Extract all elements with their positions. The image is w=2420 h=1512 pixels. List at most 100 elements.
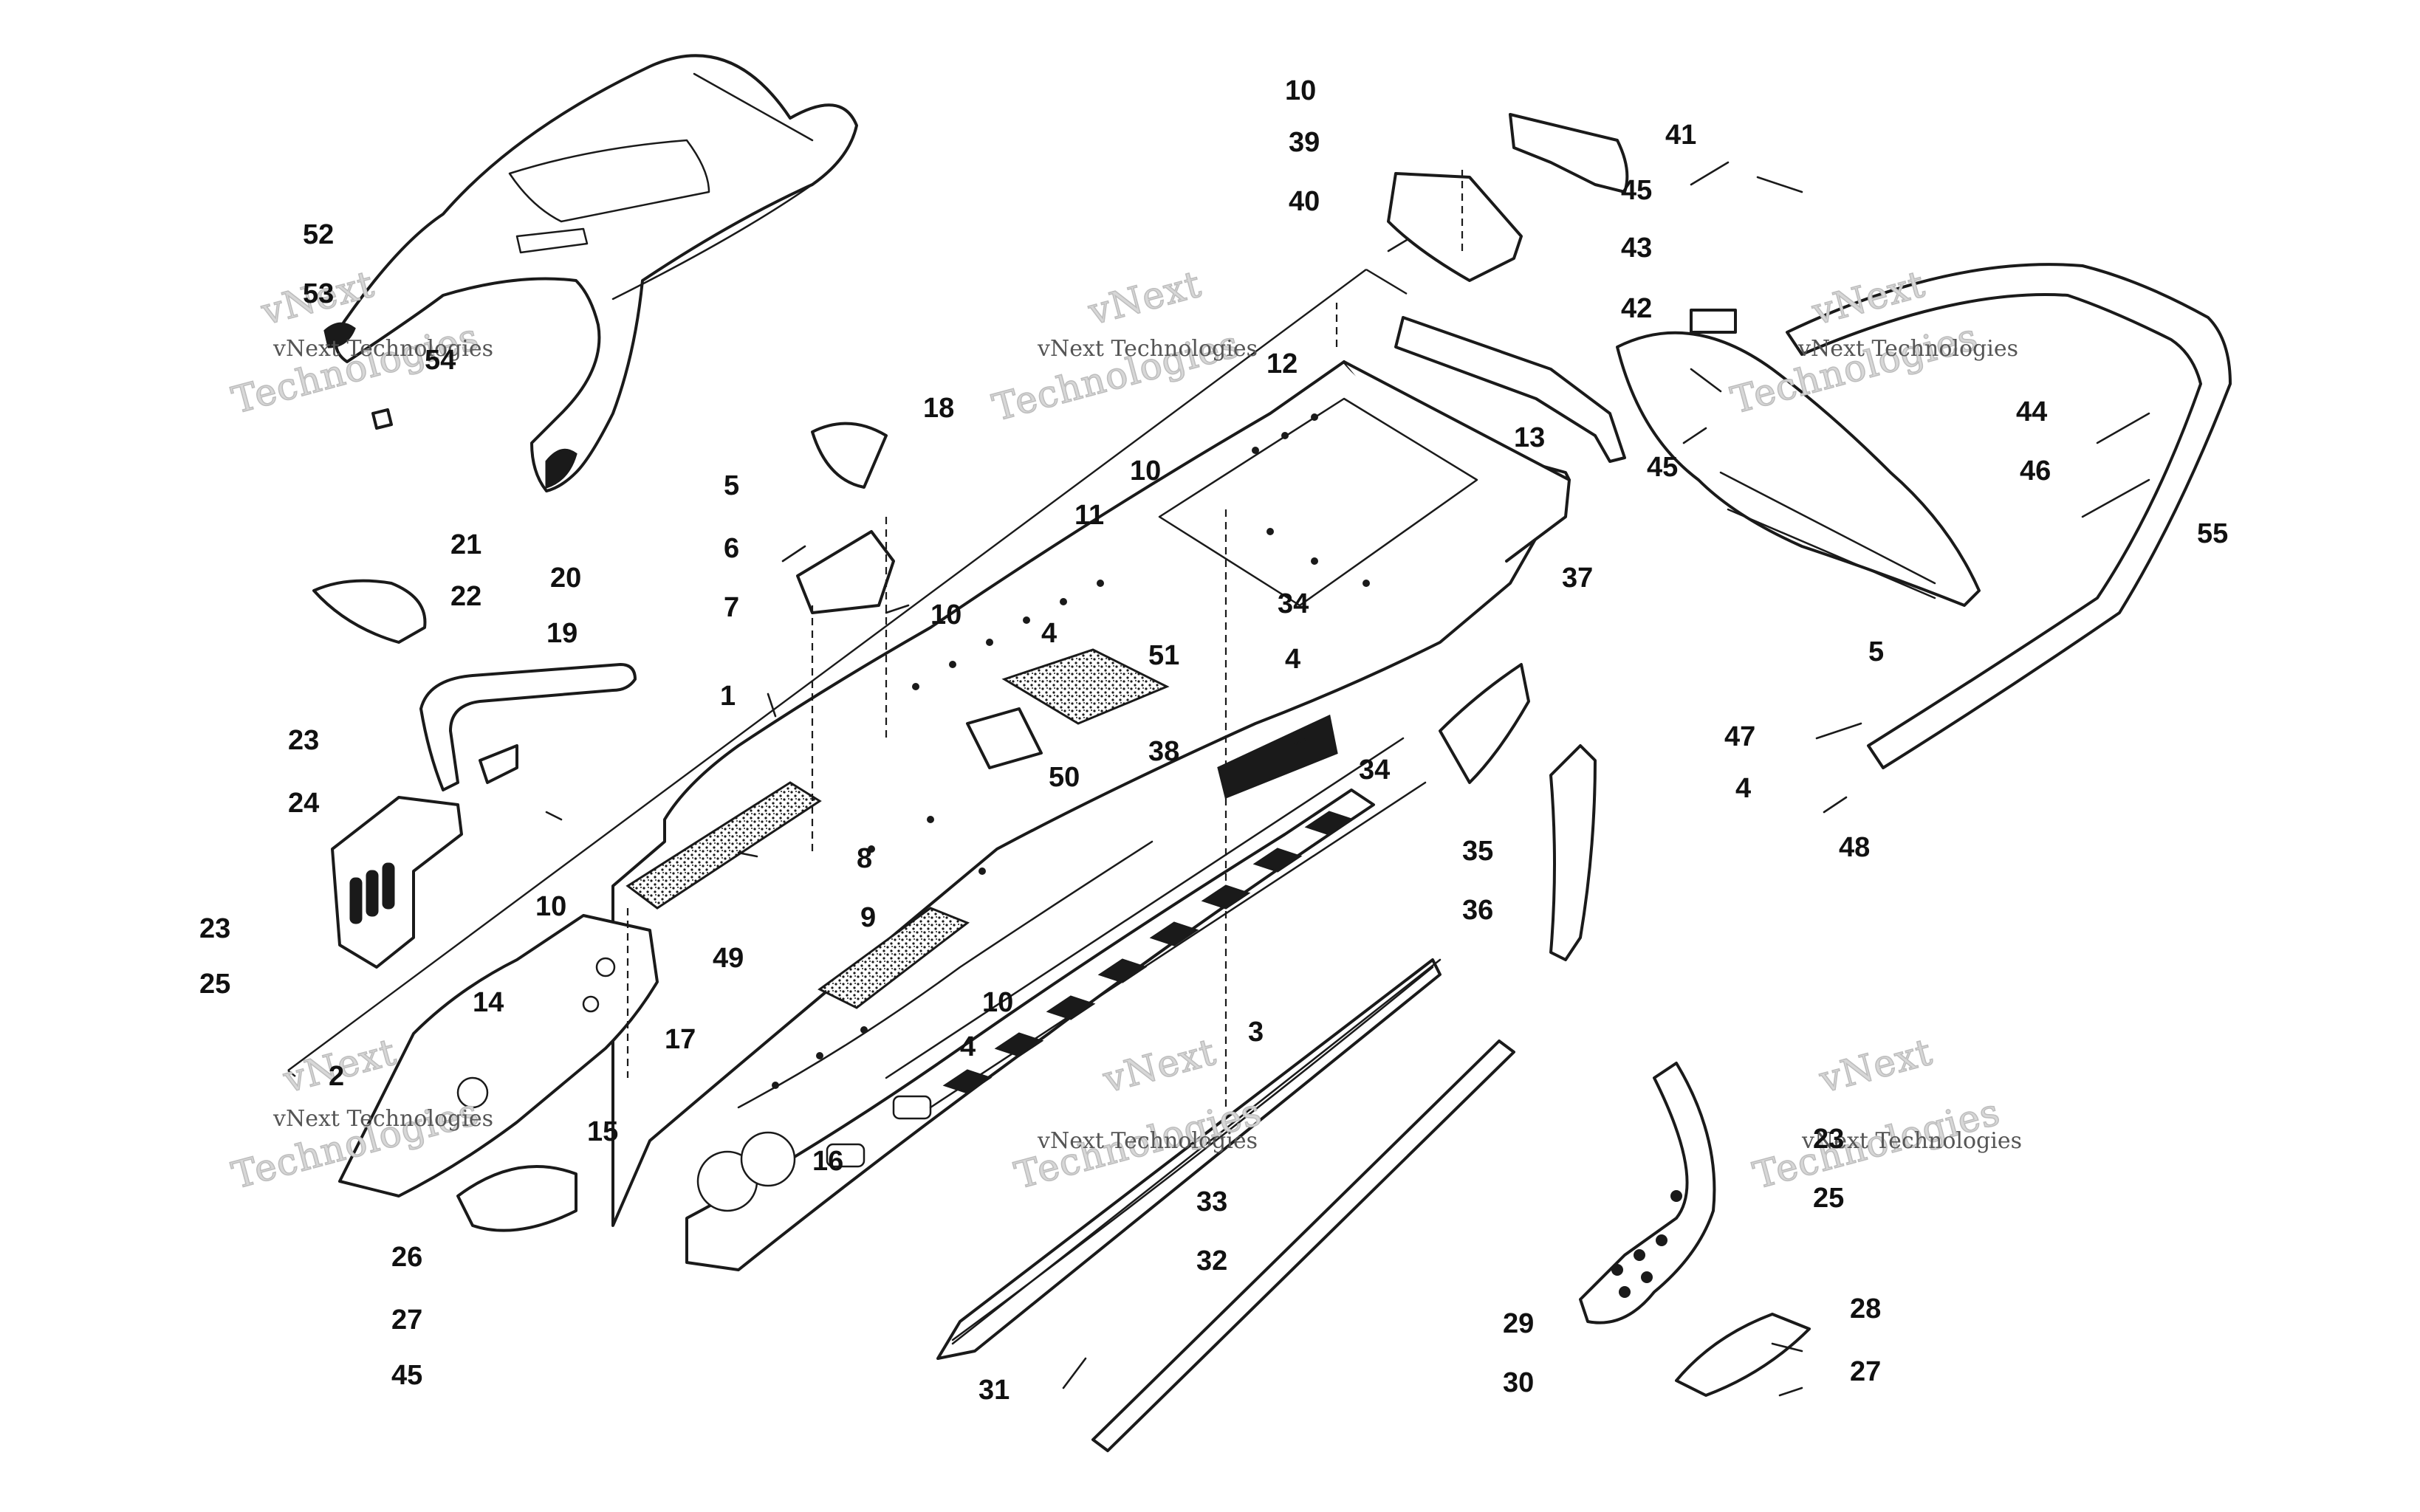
callout-16: 16 (812, 1146, 843, 1177)
callout-55: 55 (2197, 518, 2228, 549)
callout-23c: 23 (1813, 1124, 1844, 1155)
callout-43: 43 (1621, 233, 1652, 264)
callout-2: 2 (329, 1061, 344, 1092)
callout-10b: 10 (1130, 456, 1161, 487)
watermark-caption-6: vNext Technologies (1801, 1128, 2022, 1154)
callout-8: 8 (857, 843, 872, 874)
grab-handle-19-part (419, 663, 637, 791)
callout-13: 13 (1514, 422, 1545, 453)
callout-10c: 10 (930, 599, 962, 630)
callout-48: 48 (1839, 832, 1870, 863)
callout-53: 53 (303, 278, 334, 309)
callout-39: 39 (1289, 127, 1320, 158)
callout-22: 22 (450, 581, 481, 612)
callout-36: 36 (1462, 895, 1493, 926)
callout-38: 38 (1148, 736, 1179, 767)
callout-54: 54 (425, 345, 456, 376)
callout-25b: 25 (1813, 1183, 1844, 1214)
assembly-boundary-line (287, 268, 1408, 1077)
callout-40: 40 (1289, 186, 1320, 217)
watermark-caption-5: vNext Technologies (1037, 1128, 1258, 1154)
callout-12: 12 (1266, 348, 1298, 379)
callout-6: 6 (724, 533, 739, 564)
callout-47: 47 (1724, 721, 1755, 752)
snowflap-part (1616, 309, 1981, 607)
panel-26-part (456, 1165, 577, 1232)
watermark-caption-2: vNext Technologies (1037, 336, 1258, 362)
cover-21-part (312, 579, 427, 644)
callout-31: 31 (978, 1375, 1010, 1406)
bracket-7-part (796, 530, 895, 614)
callout-24: 24 (288, 788, 319, 819)
callout-51: 51 (1148, 640, 1179, 671)
callout-34a: 34 (1278, 588, 1309, 619)
rail-33-part (951, 958, 1442, 1345)
callout-14: 14 (473, 987, 504, 1018)
watermark-big-5a: vNext (1098, 1030, 1221, 1101)
callout-23b: 23 (199, 913, 230, 944)
callout-17: 17 (665, 1024, 696, 1055)
callout-9: 9 (860, 902, 876, 933)
callout-27b: 27 (1850, 1356, 1881, 1387)
callout-10d: 10 (535, 891, 566, 922)
callout-3: 3 (1248, 1017, 1264, 1048)
callout-41: 41 (1665, 120, 1696, 151)
callout-30: 30 (1503, 1367, 1534, 1398)
mount-bracket-part (1387, 113, 1629, 282)
callout-18: 18 (923, 393, 954, 424)
watermark-caption-1: vNext Technologies (272, 336, 493, 362)
callout-20: 20 (550, 563, 581, 594)
callout-45c: 45 (391, 1360, 422, 1391)
callout-49: 49 (713, 943, 744, 974)
cap-18-part (811, 422, 888, 489)
callout-25a: 25 (199, 969, 230, 1000)
callout-28: 28 (1850, 1293, 1881, 1324)
callout-45b: 45 (1647, 452, 1678, 483)
bracket-24-part (331, 796, 463, 969)
footrest-29-part (1579, 1062, 1716, 1324)
strap-36-part (1549, 744, 1597, 961)
callout-10a: 10 (1285, 75, 1316, 106)
callout-35: 35 (1462, 836, 1493, 867)
leader-lines (545, 161, 1862, 1397)
callout-11: 11 (1074, 500, 1104, 531)
callout-4a: 4 (1041, 618, 1057, 649)
callout-26: 26 (391, 1242, 422, 1273)
callout-19: 19 (546, 618, 577, 649)
callout-50: 50 (1049, 762, 1080, 793)
callout-45a: 45 (1621, 175, 1652, 206)
rod-32-part (1091, 1040, 1515, 1452)
callout-27a: 27 (391, 1305, 422, 1336)
callout-37: 37 (1562, 563, 1593, 594)
callout-1: 1 (720, 681, 736, 712)
callout-23a: 23 (288, 725, 319, 756)
callout-46: 46 (2020, 456, 2051, 487)
knob-54-part (371, 408, 393, 430)
callout-4d: 4 (960, 1031, 976, 1062)
callout-33: 33 (1196, 1186, 1227, 1217)
callout-5a: 5 (724, 470, 739, 501)
callout-29: 29 (1503, 1308, 1534, 1339)
callout-7: 7 (724, 592, 739, 623)
callout-group: 1 2 3 4 4 4 4 5 5 6 7 8 9 10 10 10 10 10… (199, 75, 2228, 1406)
callout-44: 44 (2016, 396, 2047, 427)
tray-28-part (1675, 1313, 1811, 1397)
callout-4b: 4 (1285, 644, 1300, 675)
left-footrest-part (338, 914, 659, 1197)
seat-part (323, 54, 858, 492)
callout-21: 21 (450, 529, 481, 560)
watermark-caption-3: vNext Technologies (1797, 336, 2018, 362)
callout-10e: 10 (982, 987, 1013, 1018)
watermark-caption-4: vNext Technologies (272, 1106, 493, 1132)
watermark-big-6a: vNext (1814, 1030, 1937, 1101)
plate-50-part (966, 707, 1043, 769)
callout-42: 42 (1621, 293, 1652, 324)
callout-4c: 4 (1735, 773, 1751, 804)
watermark-big-2a: vNext (1083, 262, 1206, 333)
decal-38-part (1217, 714, 1338, 800)
callout-52: 52 (303, 219, 334, 250)
callout-32: 32 (1196, 1245, 1227, 1276)
pad-51-part (1001, 648, 1170, 725)
callout-15: 15 (587, 1116, 618, 1147)
